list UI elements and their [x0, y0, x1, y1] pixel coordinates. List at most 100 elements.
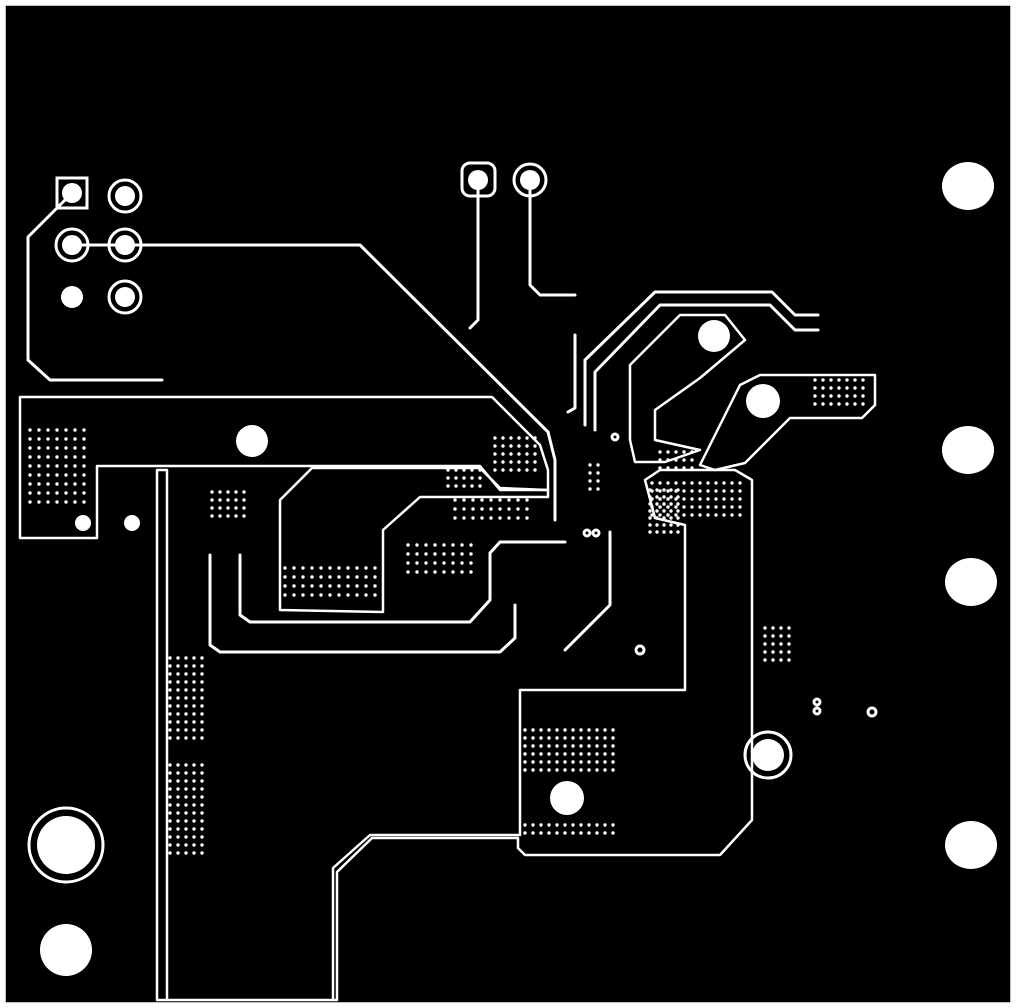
via-icon	[669, 509, 673, 513]
via-icon	[82, 464, 86, 468]
via-icon	[669, 530, 673, 534]
via-icon	[771, 650, 775, 654]
via-icon	[176, 656, 180, 660]
via-icon	[192, 712, 196, 716]
via-icon	[779, 642, 783, 646]
via-icon	[283, 575, 287, 579]
via-icon	[176, 795, 180, 799]
via-icon	[55, 428, 59, 432]
via-icon	[595, 736, 599, 740]
via-icon	[37, 464, 41, 468]
mounting-hole-icon	[37, 816, 95, 874]
via-icon	[55, 491, 59, 495]
via-icon	[509, 460, 513, 464]
hole-icon	[236, 425, 268, 457]
via-icon	[658, 513, 662, 517]
via-icon	[469, 561, 473, 565]
via-icon	[648, 495, 652, 499]
via-icon	[738, 497, 742, 501]
via-icon	[433, 543, 437, 547]
center-pour-outline	[278, 466, 550, 614]
via-icon	[46, 464, 50, 468]
via-icon	[176, 771, 180, 775]
hole-icon	[698, 320, 730, 352]
via-icon	[319, 584, 323, 588]
via-icon	[655, 516, 659, 520]
via-icon	[676, 488, 680, 492]
via-icon	[787, 650, 791, 654]
via-icon	[690, 489, 694, 493]
via-icon	[242, 490, 246, 494]
via-icon	[73, 500, 77, 504]
via-icon	[498, 516, 502, 520]
via-icon	[706, 481, 710, 485]
via-icon	[406, 561, 410, 565]
via-icon	[722, 505, 726, 509]
via-icon	[200, 664, 204, 668]
via-icon	[28, 428, 32, 432]
via-icon	[853, 378, 857, 382]
via-icon	[176, 688, 180, 692]
via-icon	[738, 489, 742, 493]
mounting-hole-icon	[942, 162, 994, 210]
via-icon	[301, 566, 305, 570]
via-icon	[531, 728, 535, 732]
via-icon	[525, 468, 529, 472]
via-icon	[669, 495, 673, 499]
via-icon	[168, 795, 172, 799]
via-icon	[37, 437, 41, 441]
via-icon	[525, 507, 529, 511]
via-icon	[662, 509, 666, 513]
via-icon	[763, 626, 767, 630]
via-icon	[813, 394, 817, 398]
via-icon	[168, 763, 172, 767]
via-icon	[176, 672, 180, 676]
via-icon	[676, 523, 680, 527]
via-icon	[192, 696, 196, 700]
via-icon	[176, 696, 180, 700]
via-icon	[571, 831, 575, 835]
via-icon	[373, 575, 377, 579]
via-icon	[523, 744, 527, 748]
via-icon	[46, 455, 50, 459]
via-icon	[539, 760, 543, 764]
via-icon	[415, 561, 419, 565]
via-icon	[779, 658, 783, 662]
via-icon	[787, 634, 791, 638]
pad-icon	[520, 170, 540, 190]
via-icon	[666, 505, 670, 509]
via-icon	[28, 500, 32, 504]
via-icon	[531, 752, 535, 756]
via-icon	[525, 460, 529, 464]
via-icon	[176, 811, 180, 815]
via-icon	[763, 634, 767, 638]
hole-ring-icon	[743, 730, 793, 780]
via-icon	[669, 502, 673, 506]
via-icon	[523, 728, 527, 732]
via-icon	[662, 502, 666, 506]
via-icon	[698, 497, 702, 501]
via-icon	[588, 463, 592, 467]
via-icon	[579, 768, 583, 772]
via-icon	[37, 491, 41, 495]
via-icon	[516, 507, 520, 511]
via-icon	[682, 497, 686, 501]
via-icon	[763, 650, 767, 654]
via-icon	[666, 513, 670, 517]
via-icon	[283, 593, 287, 597]
via-icon	[168, 771, 172, 775]
via-icon	[218, 490, 222, 494]
via-icon	[658, 450, 662, 454]
via-icon	[460, 561, 464, 565]
via-icon	[470, 476, 474, 480]
via-icon	[454, 468, 458, 472]
via-icon	[829, 394, 833, 398]
via-icon	[845, 402, 849, 406]
via-icon	[563, 744, 567, 748]
via-icon	[531, 823, 535, 827]
via-icon	[200, 787, 204, 791]
via-icon	[579, 823, 583, 827]
via-icon	[200, 672, 204, 676]
via-icon	[64, 500, 68, 504]
via-icon	[292, 593, 296, 597]
